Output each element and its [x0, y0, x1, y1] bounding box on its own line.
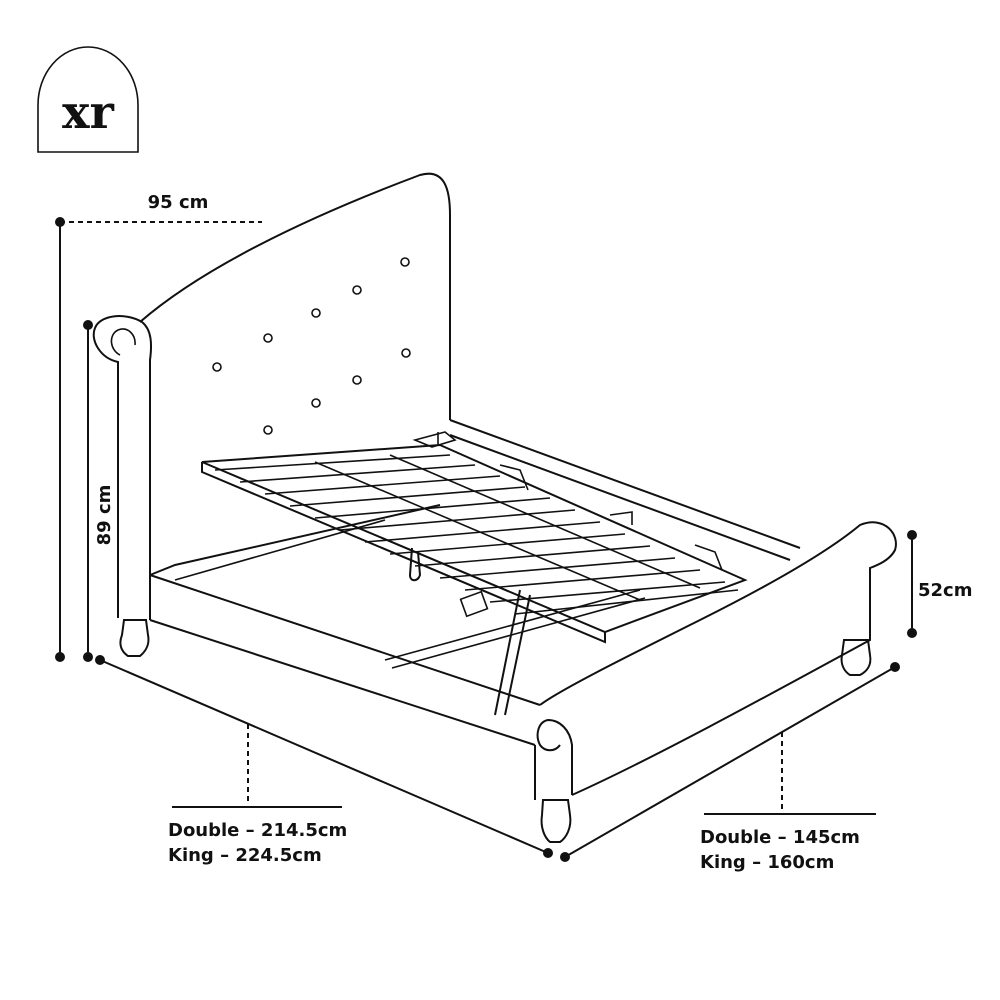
headboard-height-dimension: 89 cm — [83, 320, 115, 662]
overall-height-dimension-line — [55, 222, 65, 662]
far-side-rail — [449, 419, 801, 561]
headboard — [139, 172, 451, 420]
length-king-label: King – 224.5cm — [168, 845, 322, 866]
width-double-label: Double – 145cm — [700, 827, 860, 848]
length-double-label: Double – 214.5cm — [168, 820, 347, 841]
lift-handle — [408, 547, 422, 582]
platform-bracket — [412, 431, 457, 448]
length-dimension: Double – 214.5cm King – 224.5cm — [95, 655, 553, 866]
arch-logo-icon — [37, 46, 139, 153]
gas-strut — [494, 589, 531, 716]
width-king-label: King – 160cm — [700, 852, 834, 873]
footboard-scroll — [534, 718, 573, 800]
headboard-width-dimension: 95 cm — [55, 192, 262, 227]
tufting-buttons — [212, 257, 411, 435]
footboard — [539, 521, 897, 796]
brand-logo: xr — [37, 46, 139, 153]
headboard-height-label: 89 cm — [94, 485, 115, 546]
slatted-platform — [201, 443, 748, 644]
right-leg-front — [540, 799, 572, 843]
bed-illustration — [92, 172, 897, 843]
footboard-height-dimension: 52cm — [907, 530, 972, 638]
near-side-rail — [149, 574, 541, 746]
headboard-width-label: 95 cm — [148, 192, 209, 213]
footboard-height-label: 52cm — [918, 580, 972, 601]
logo-text: xr — [62, 85, 114, 139]
left-leg — [119, 619, 150, 657]
width-dimension: Double – 145cm King – 160cm — [560, 662, 900, 873]
headboard-scroll — [92, 315, 152, 620]
right-leg-back — [840, 639, 872, 676]
